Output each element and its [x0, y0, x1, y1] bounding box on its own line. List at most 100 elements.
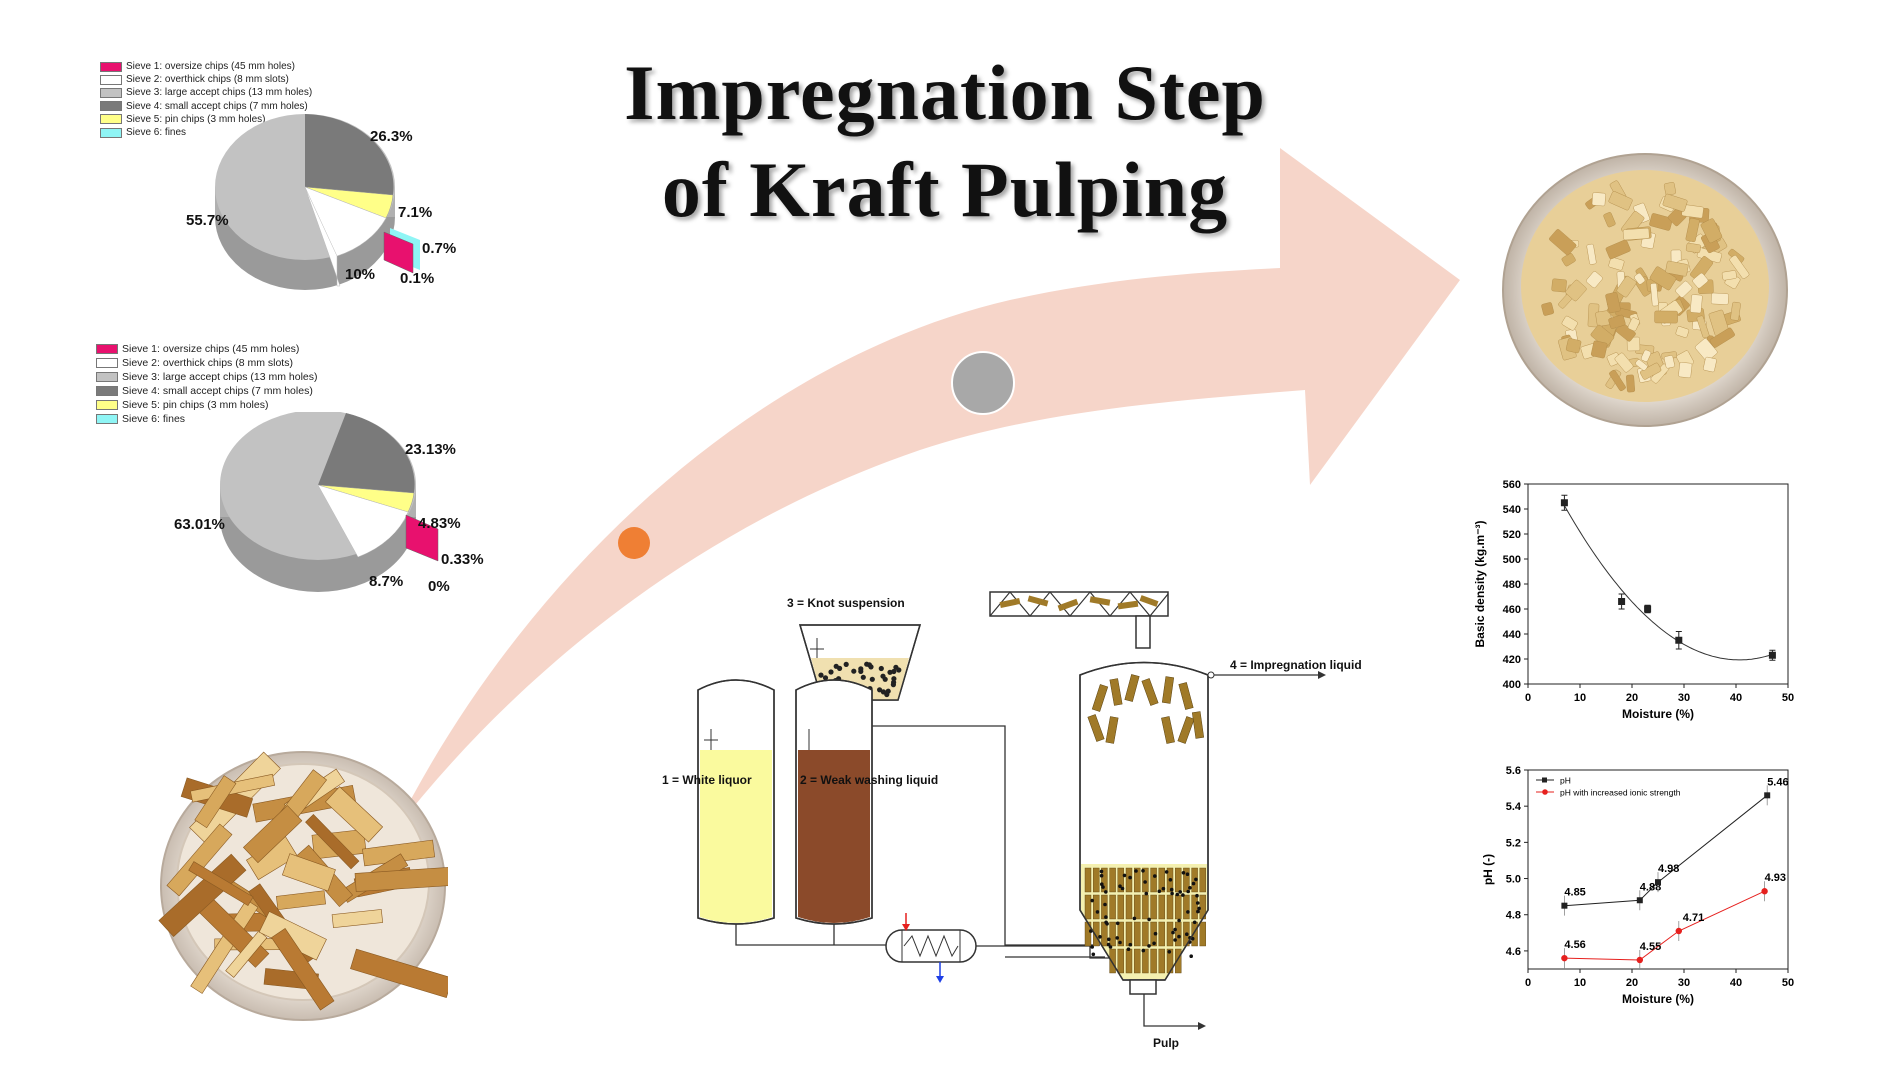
legend-row: Sieve 2: overthick chips (8 mm slots): [96, 356, 318, 370]
knot-particle: [1095, 910, 1100, 914]
vessel-chip: [1175, 894, 1182, 920]
knot-particle: [1173, 938, 1177, 942]
vessel-chip: [1117, 894, 1124, 920]
knot-particle: [858, 666, 864, 672]
impregnated-chip: [1549, 229, 1577, 256]
knot-particle: [1157, 889, 1162, 894]
x-tick-label: 30: [1678, 977, 1690, 989]
vessel-chip: [1191, 711, 1205, 739]
knot-particle: [1175, 892, 1180, 897]
stage-dot-orange: [618, 527, 650, 559]
vessel-chip: [1087, 714, 1105, 742]
vessel-chip: [1109, 867, 1116, 893]
vessel-chip: [1150, 867, 1157, 893]
vessel-chip: [1150, 948, 1157, 974]
data-point: [1675, 927, 1682, 935]
vessel-chip: [1101, 921, 1108, 947]
impregnated-chip: [1690, 294, 1703, 314]
pie2-slice-sieve2: [317, 484, 409, 558]
legend-label: Sieve 4: small accept chips (7 mm holes): [126, 100, 308, 112]
vessel-chip: [1105, 716, 1119, 744]
x-tick-label: 10: [1574, 692, 1586, 704]
knot-particle: [885, 688, 891, 694]
impregnated-chip: [1694, 338, 1718, 362]
knot-particle: [1181, 871, 1186, 875]
knot-particle: [1177, 934, 1181, 939]
data-label: 4.71: [1683, 912, 1704, 924]
y-tick-label: 5.6: [1506, 765, 1521, 777]
vessel-chip: [1161, 716, 1175, 744]
title-line-2: of Kraft Pulping: [661, 146, 1229, 233]
knot-particle: [1105, 922, 1109, 926]
knot-particle: [1132, 916, 1137, 921]
pie1-slice-sieve2-top: [304, 186, 387, 257]
knot-particle: [1098, 935, 1102, 939]
knot-particle: [1134, 869, 1138, 873]
pie2-label-sieve2: 8.7%: [369, 573, 404, 590]
data-label: 4.85: [1564, 887, 1585, 899]
knot-particle: [1185, 872, 1190, 876]
knot-particle: [1173, 927, 1177, 932]
impregnated-chip: [1662, 193, 1688, 212]
knot-particle: [1118, 884, 1122, 888]
vessel-chip: [1150, 894, 1157, 920]
vessel-chip: [1199, 921, 1206, 947]
y-axis-label: pH (-): [1481, 854, 1495, 885]
knot-particle: [891, 676, 897, 682]
impregnated-chip: [1608, 314, 1626, 329]
knot-particle: [864, 661, 870, 667]
impregnated-chip: [1649, 213, 1673, 231]
legend-row: Sieve 5: pin chips (3 mm holes): [100, 113, 312, 126]
vessel-chip: [1125, 948, 1133, 974]
process-diagram: [697, 591, 1326, 1030]
pulp-label: Pulp: [1153, 1036, 1179, 1050]
impregnated-chip: [1622, 228, 1650, 241]
knot-particle: [891, 668, 897, 675]
x-tick-label: 30: [1678, 692, 1690, 704]
knot-particle: [1144, 891, 1149, 896]
knot-particle: [860, 674, 866, 680]
vessel-chip: [1142, 894, 1149, 920]
fit-curve: [1563, 505, 1773, 661]
vessel-chip: [1084, 894, 1092, 920]
vessel-chip: [1199, 867, 1206, 893]
x-tick-label: 0: [1525, 692, 1531, 704]
legend-row: Sieve 3: large accept chips (13 mm holes…: [96, 370, 318, 384]
vessel-chip: [1093, 867, 1100, 893]
impregnated-chip: [1609, 369, 1626, 392]
y-tick-label: 560: [1503, 479, 1521, 491]
vessel-chip: [1125, 894, 1133, 920]
knot-particle: [1126, 947, 1131, 951]
impregnated-chip: [1565, 338, 1582, 354]
wood-chip: [275, 890, 326, 911]
vessel-chip: [1142, 867, 1149, 893]
data-point: [1644, 605, 1652, 613]
impregnated-chip: [1608, 257, 1625, 271]
x-tick-label: 50: [1782, 692, 1794, 704]
y-tick-label: 5.0: [1506, 874, 1521, 886]
y-tick-label: 5.2: [1506, 837, 1521, 849]
wood-chip: [331, 909, 384, 929]
legend-label: Sieve 1: oversize chips (45 mm holes): [126, 61, 295, 72]
data-label: 4.93: [1765, 872, 1786, 884]
knot-particle: [1188, 886, 1192, 890]
wood-chip: [158, 853, 247, 938]
data-label: 4.55: [1640, 941, 1661, 953]
impregnated-chip: [1709, 327, 1735, 348]
impregnated-chip: [1654, 310, 1678, 324]
knot-particle: [1185, 932, 1189, 936]
impregnated-chip: [1703, 356, 1717, 373]
wood-chip: [350, 948, 448, 999]
legend-row: Sieve 4: small accept chips (7 mm holes): [96, 384, 318, 398]
legend-marker: [1542, 789, 1548, 795]
vessel-chip: [1158, 921, 1165, 947]
legend-row: Sieve 3: large accept chips (13 mm holes…: [100, 86, 312, 99]
title-line-1: Impregnation Step: [624, 49, 1266, 136]
vessel-chip: [1134, 921, 1141, 947]
pie2-slice-sieve4: [318, 413, 415, 493]
impregnated-chip: [1685, 218, 1700, 242]
plot-frame: [1527, 483, 1789, 685]
plot-frame: [1527, 769, 1789, 970]
knot-particle: [896, 667, 902, 673]
